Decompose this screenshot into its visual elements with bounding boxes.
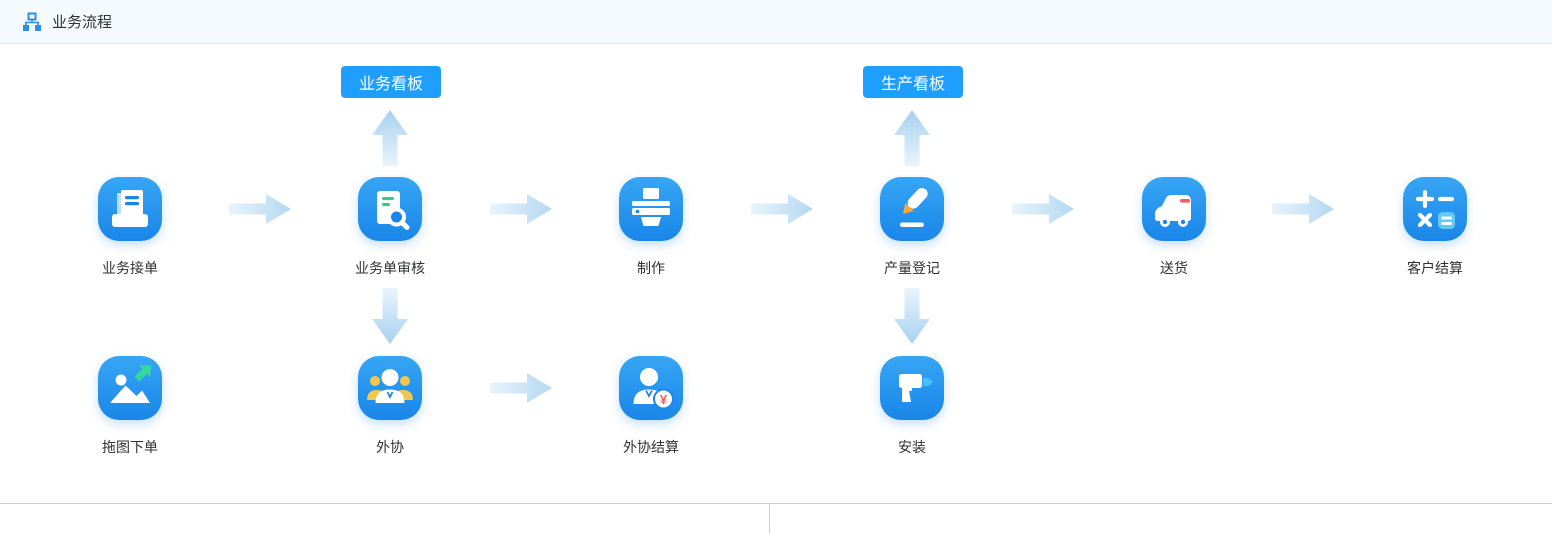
arrow-right-icon bbox=[229, 191, 291, 232]
page-header: 业务流程 bbox=[0, 0, 1552, 44]
flowchart-icon bbox=[22, 12, 42, 32]
yuan-symbol: ¥ bbox=[660, 392, 668, 407]
arrow-up-icon bbox=[372, 110, 408, 171]
arrow-right-icon bbox=[1012, 191, 1074, 232]
arrow-right-icon bbox=[1272, 191, 1334, 232]
node-installation[interactable]: 安装 bbox=[842, 356, 982, 457]
bottom-panels-top-border bbox=[0, 503, 1552, 504]
node-label: 产量登记 bbox=[884, 260, 940, 276]
team-icon bbox=[358, 356, 422, 420]
node-drag-image-order[interactable]: 拖图下单 bbox=[60, 356, 200, 457]
node-output-register[interactable]: 产量登记 bbox=[842, 177, 982, 278]
business-kanban-button[interactable]: 业务看板 bbox=[341, 66, 441, 98]
arrow-right-icon bbox=[490, 191, 552, 232]
pencil-register-icon bbox=[880, 177, 944, 241]
page-title: 业务流程 bbox=[52, 14, 113, 31]
arrow-up-icon bbox=[894, 110, 930, 171]
node-label: 业务接单 bbox=[102, 260, 158, 276]
node-outsourcing[interactable]: 外协 bbox=[320, 356, 460, 457]
node-label: 安装 bbox=[898, 439, 926, 455]
node-label: 外协 bbox=[376, 439, 404, 455]
node-label: 拖图下单 bbox=[102, 439, 158, 455]
production-kanban-button[interactable]: 生产看板 bbox=[863, 66, 963, 98]
inbox-document-icon bbox=[98, 177, 162, 241]
drill-icon bbox=[880, 356, 944, 420]
node-production[interactable]: 制作 bbox=[581, 177, 721, 278]
node-label: 客户结算 bbox=[1407, 260, 1463, 276]
node-label: 送货 bbox=[1160, 260, 1188, 276]
node-customer-settlement[interactable]: 客户结算 bbox=[1365, 177, 1505, 278]
business-flow-diagram: 业务看板 生产看板 bbox=[0, 45, 1552, 503]
delivery-van-icon bbox=[1142, 177, 1206, 241]
node-label: 业务单审核 bbox=[355, 260, 425, 276]
arrow-down-icon bbox=[372, 288, 408, 349]
node-label: 制作 bbox=[637, 260, 665, 276]
image-drag-order-icon bbox=[98, 356, 162, 420]
document-search-icon bbox=[358, 177, 422, 241]
bottom-panels-divider bbox=[769, 504, 770, 534]
calculator-icon bbox=[1403, 177, 1467, 241]
arrow-right-icon bbox=[751, 191, 813, 232]
node-outsourcing-settlement[interactable]: ¥ 外协结算 bbox=[581, 356, 721, 457]
printer-icon bbox=[619, 177, 683, 241]
person-currency-icon: ¥ bbox=[619, 356, 683, 420]
node-order-review[interactable]: 业务单审核 bbox=[320, 177, 460, 278]
arrow-right-icon bbox=[490, 370, 552, 411]
node-label: 外协结算 bbox=[623, 439, 679, 455]
arrow-down-icon bbox=[894, 288, 930, 349]
node-order-intake[interactable]: 业务接单 bbox=[60, 177, 200, 278]
node-delivery[interactable]: 送货 bbox=[1104, 177, 1244, 278]
